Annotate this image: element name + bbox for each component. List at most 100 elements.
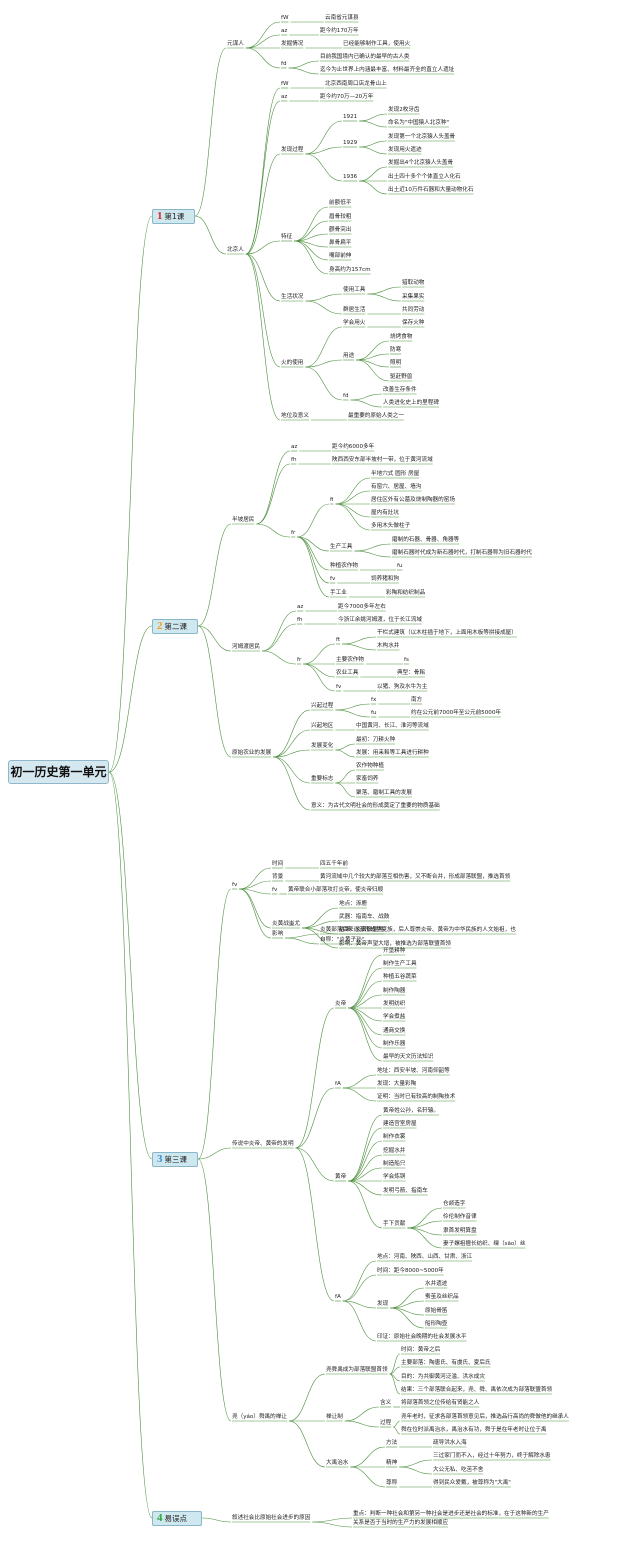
- topic-n164[interactable]: 含义: [380, 1399, 392, 1406]
- topic-n49[interactable]: 改善生存条件: [383, 386, 417, 393]
- topic-n75[interactable]: az: [297, 603, 304, 610]
- topic-n29[interactable]: 眉骨较粗: [329, 213, 352, 220]
- topic-n26[interactable]: 出土近10万件石器和大量动物化石: [388, 186, 474, 193]
- topic-n132[interactable]: 地址：西安半坡、河南仰韶等: [377, 1067, 450, 1074]
- topic-n82[interactable]: 木构水井: [377, 642, 400, 649]
- topic-n1[interactable]: 元谋人: [227, 40, 244, 47]
- topic-n162[interactable]: 结果：三个部落联合起来，尧、舜、禹依次成为部落联盟首领: [401, 1386, 553, 1393]
- topic-n71[interactable]: 饲养猪和狗: [371, 575, 399, 582]
- topic-n137[interactable]: 建造宫室房屋: [383, 1120, 417, 1127]
- topic-n50[interactable]: 人类进化史上的里程碑: [383, 399, 439, 406]
- topic-n119[interactable]: 自称："炎黄子孙": [320, 936, 365, 943]
- topic-n89[interactable]: 原始农业的发展: [232, 749, 272, 756]
- topic-n169[interactable]: 大禹治水: [326, 1459, 349, 1466]
- topic-n170[interactable]: 方法: [386, 1439, 398, 1446]
- topic-n88[interactable]: 以猪、狗及水牛为主: [377, 683, 428, 690]
- topic-n130[interactable]: 最早的天文历法知识: [383, 1053, 434, 1060]
- topic-n92[interactable]: 南方: [411, 696, 423, 703]
- topic-n54[interactable]: az: [291, 443, 298, 450]
- topic-n80[interactable]: ft: [336, 636, 341, 643]
- topic-n123[interactable]: 制作生产工具: [383, 960, 417, 967]
- topic-n72[interactable]: 手工业: [330, 589, 347, 596]
- topic-n2[interactable]: fW: [281, 14, 289, 21]
- topic-n7[interactable]: 已经能够制作工具，使用火: [343, 40, 411, 47]
- topic-n69[interactable]: fu: [397, 562, 403, 569]
- topic-n122[interactable]: 开垦耕种: [383, 947, 406, 954]
- topic-n101[interactable]: 农作物种植: [356, 762, 384, 769]
- topic-n33[interactable]: 身高约为157cm: [329, 266, 371, 273]
- topic-n113[interactable]: 地点：涿鹿: [339, 900, 367, 907]
- topic-n97[interactable]: 发展变化: [311, 742, 334, 749]
- topic-n117[interactable]: 影响: [272, 930, 284, 937]
- topic-n51[interactable]: 地位及意义: [281, 412, 309, 419]
- topic-n56[interactable]: fh: [291, 456, 297, 463]
- topic-n149[interactable]: 地点：河南、陕西、山西、甘肃、浙江: [377, 1253, 473, 1260]
- topic-n40[interactable]: 火的使用: [281, 359, 304, 366]
- topic-n125[interactable]: 制作陶器: [383, 987, 406, 994]
- topic-n15[interactable]: 距今约70万—20万年: [320, 93, 374, 100]
- topic-n23[interactable]: 1936: [343, 173, 358, 180]
- topic-n161[interactable]: 目的：为共御黄河泛滥、洪水成灾: [401, 1373, 485, 1380]
- topic-n13[interactable]: 北京西南周口店龙骨山上: [325, 80, 387, 87]
- topic-n79[interactable]: fr: [297, 656, 302, 663]
- topic-n116[interactable]: 影响：黄帝声望大增，被推选为部落联盟首领: [339, 940, 451, 947]
- topic-n108[interactable]: 背景: [272, 873, 284, 880]
- topic-n140[interactable]: 制造船只: [383, 1160, 406, 1167]
- topic-n172[interactable]: 精神: [386, 1459, 398, 1466]
- topic-n4[interactable]: az: [281, 27, 288, 34]
- topic-n131[interactable]: fA: [335, 1080, 341, 1087]
- topic-n174[interactable]: 大公无私、吃苦不舍: [433, 1466, 484, 1473]
- topic-n52[interactable]: 最重要的原始人类之一: [348, 412, 404, 419]
- topic-n87[interactable]: fv: [336, 683, 342, 690]
- topic-n93[interactable]: fu: [371, 709, 377, 716]
- topic-n148[interactable]: fA: [335, 1293, 341, 1300]
- topic-n20[interactable]: 1929: [343, 139, 358, 146]
- topic-n3[interactable]: 云南省元谋县: [325, 14, 359, 21]
- topic-n163[interactable]: 禅让制: [326, 1413, 343, 1420]
- topic-n133[interactable]: 发现：大量彩陶: [377, 1080, 417, 1087]
- topic-n58[interactable]: fr: [291, 529, 296, 536]
- topic-n168[interactable]: 舜在位时派禹治水，禹治水有功，舜于是在年老时让位于禹: [401, 1426, 547, 1433]
- topic-n81[interactable]: 干栏式建筑（以木柱插于地下，上面用木板等拼接成屋）: [377, 629, 517, 636]
- topic-n103[interactable]: 聚落、磨制工具的发展: [356, 789, 412, 796]
- topic-n46[interactable]: 照明: [390, 359, 402, 366]
- topic-n6[interactable]: 发掘情况: [281, 40, 304, 47]
- topic-n57[interactable]: 陕西西安东部半坡村一带，位于黄河流域: [332, 456, 433, 463]
- topic-n146[interactable]: 隶首发明算盘: [443, 1227, 477, 1234]
- topic-n28[interactable]: 前额低平: [329, 199, 352, 206]
- topic-n98[interactable]: 最初：刀耕火种: [356, 736, 396, 743]
- topic-n154[interactable]: 原始骨笛: [425, 1307, 448, 1314]
- topic-n68[interactable]: 种植农作物: [330, 562, 358, 569]
- topic-n94[interactable]: 约在公元前7000年至公元前5000年: [411, 709, 502, 716]
- topic-n11[interactable]: 北京人: [227, 246, 244, 253]
- topic-n156[interactable]: 印证：原始社会晚期的社会发展水平: [377, 1333, 467, 1340]
- topic-n76[interactable]: 距今7000多年左右: [338, 603, 386, 610]
- topic-n38[interactable]: 群居生活: [343, 306, 366, 313]
- topic-n90[interactable]: 兴起过程: [311, 702, 334, 709]
- topic-n109[interactable]: 黄河流域中几个较大的部落互相伤害，又不断合并，形成部落联盟，推选首领: [320, 873, 511, 880]
- topic-n43[interactable]: 用途: [343, 352, 355, 359]
- topic-n70[interactable]: fv: [330, 575, 336, 582]
- topic-n111[interactable]: 黄帝联合小部落攻打炎帝，使炎帝归顺: [288, 886, 384, 893]
- topic-n106[interactable]: 时间: [272, 860, 284, 867]
- topic-n158[interactable]: 尧舜禹成为部落联盟首领: [326, 1366, 388, 1373]
- topic-n155[interactable]: 船形陶壶: [425, 1320, 448, 1327]
- topic-n25[interactable]: 出土四十多个个体直立人化石: [388, 173, 461, 180]
- topic-n175[interactable]: 尊称: [386, 1479, 398, 1486]
- topic-n124[interactable]: 种植五谷蔬菜: [383, 973, 417, 980]
- topic-n22[interactable]: 发现用火遗迹: [388, 146, 422, 153]
- topic-n150[interactable]: 时间：距今8000~5000年: [377, 1267, 444, 1274]
- topic-n139[interactable]: 挖掘水井: [383, 1147, 406, 1154]
- topic-n5[interactable]: 距今约170万年: [320, 27, 359, 34]
- topic-n147[interactable]: 妻子嫘祖擅长纺织、缫（sāo）丝: [443, 1240, 526, 1247]
- topic-n59[interactable]: fi: [330, 496, 334, 503]
- topic-n61[interactable]: 有窗穴、居屋、墙沟: [371, 483, 422, 490]
- topic-n120[interactable]: 传说中炎帝、黄帝的发明: [232, 1140, 294, 1147]
- topic-n24[interactable]: 发掘出4个北京猿人头盖骨: [388, 159, 454, 166]
- topic-n157[interactable]: 尧（yáo）舜禹的禅让: [232, 1413, 287, 1420]
- topic-n9[interactable]: 目前我国境内已确认的最早的古人类: [320, 53, 410, 60]
- topic-n107[interactable]: 四五千年前: [320, 860, 348, 867]
- topic-n48[interactable]: fd: [343, 392, 349, 399]
